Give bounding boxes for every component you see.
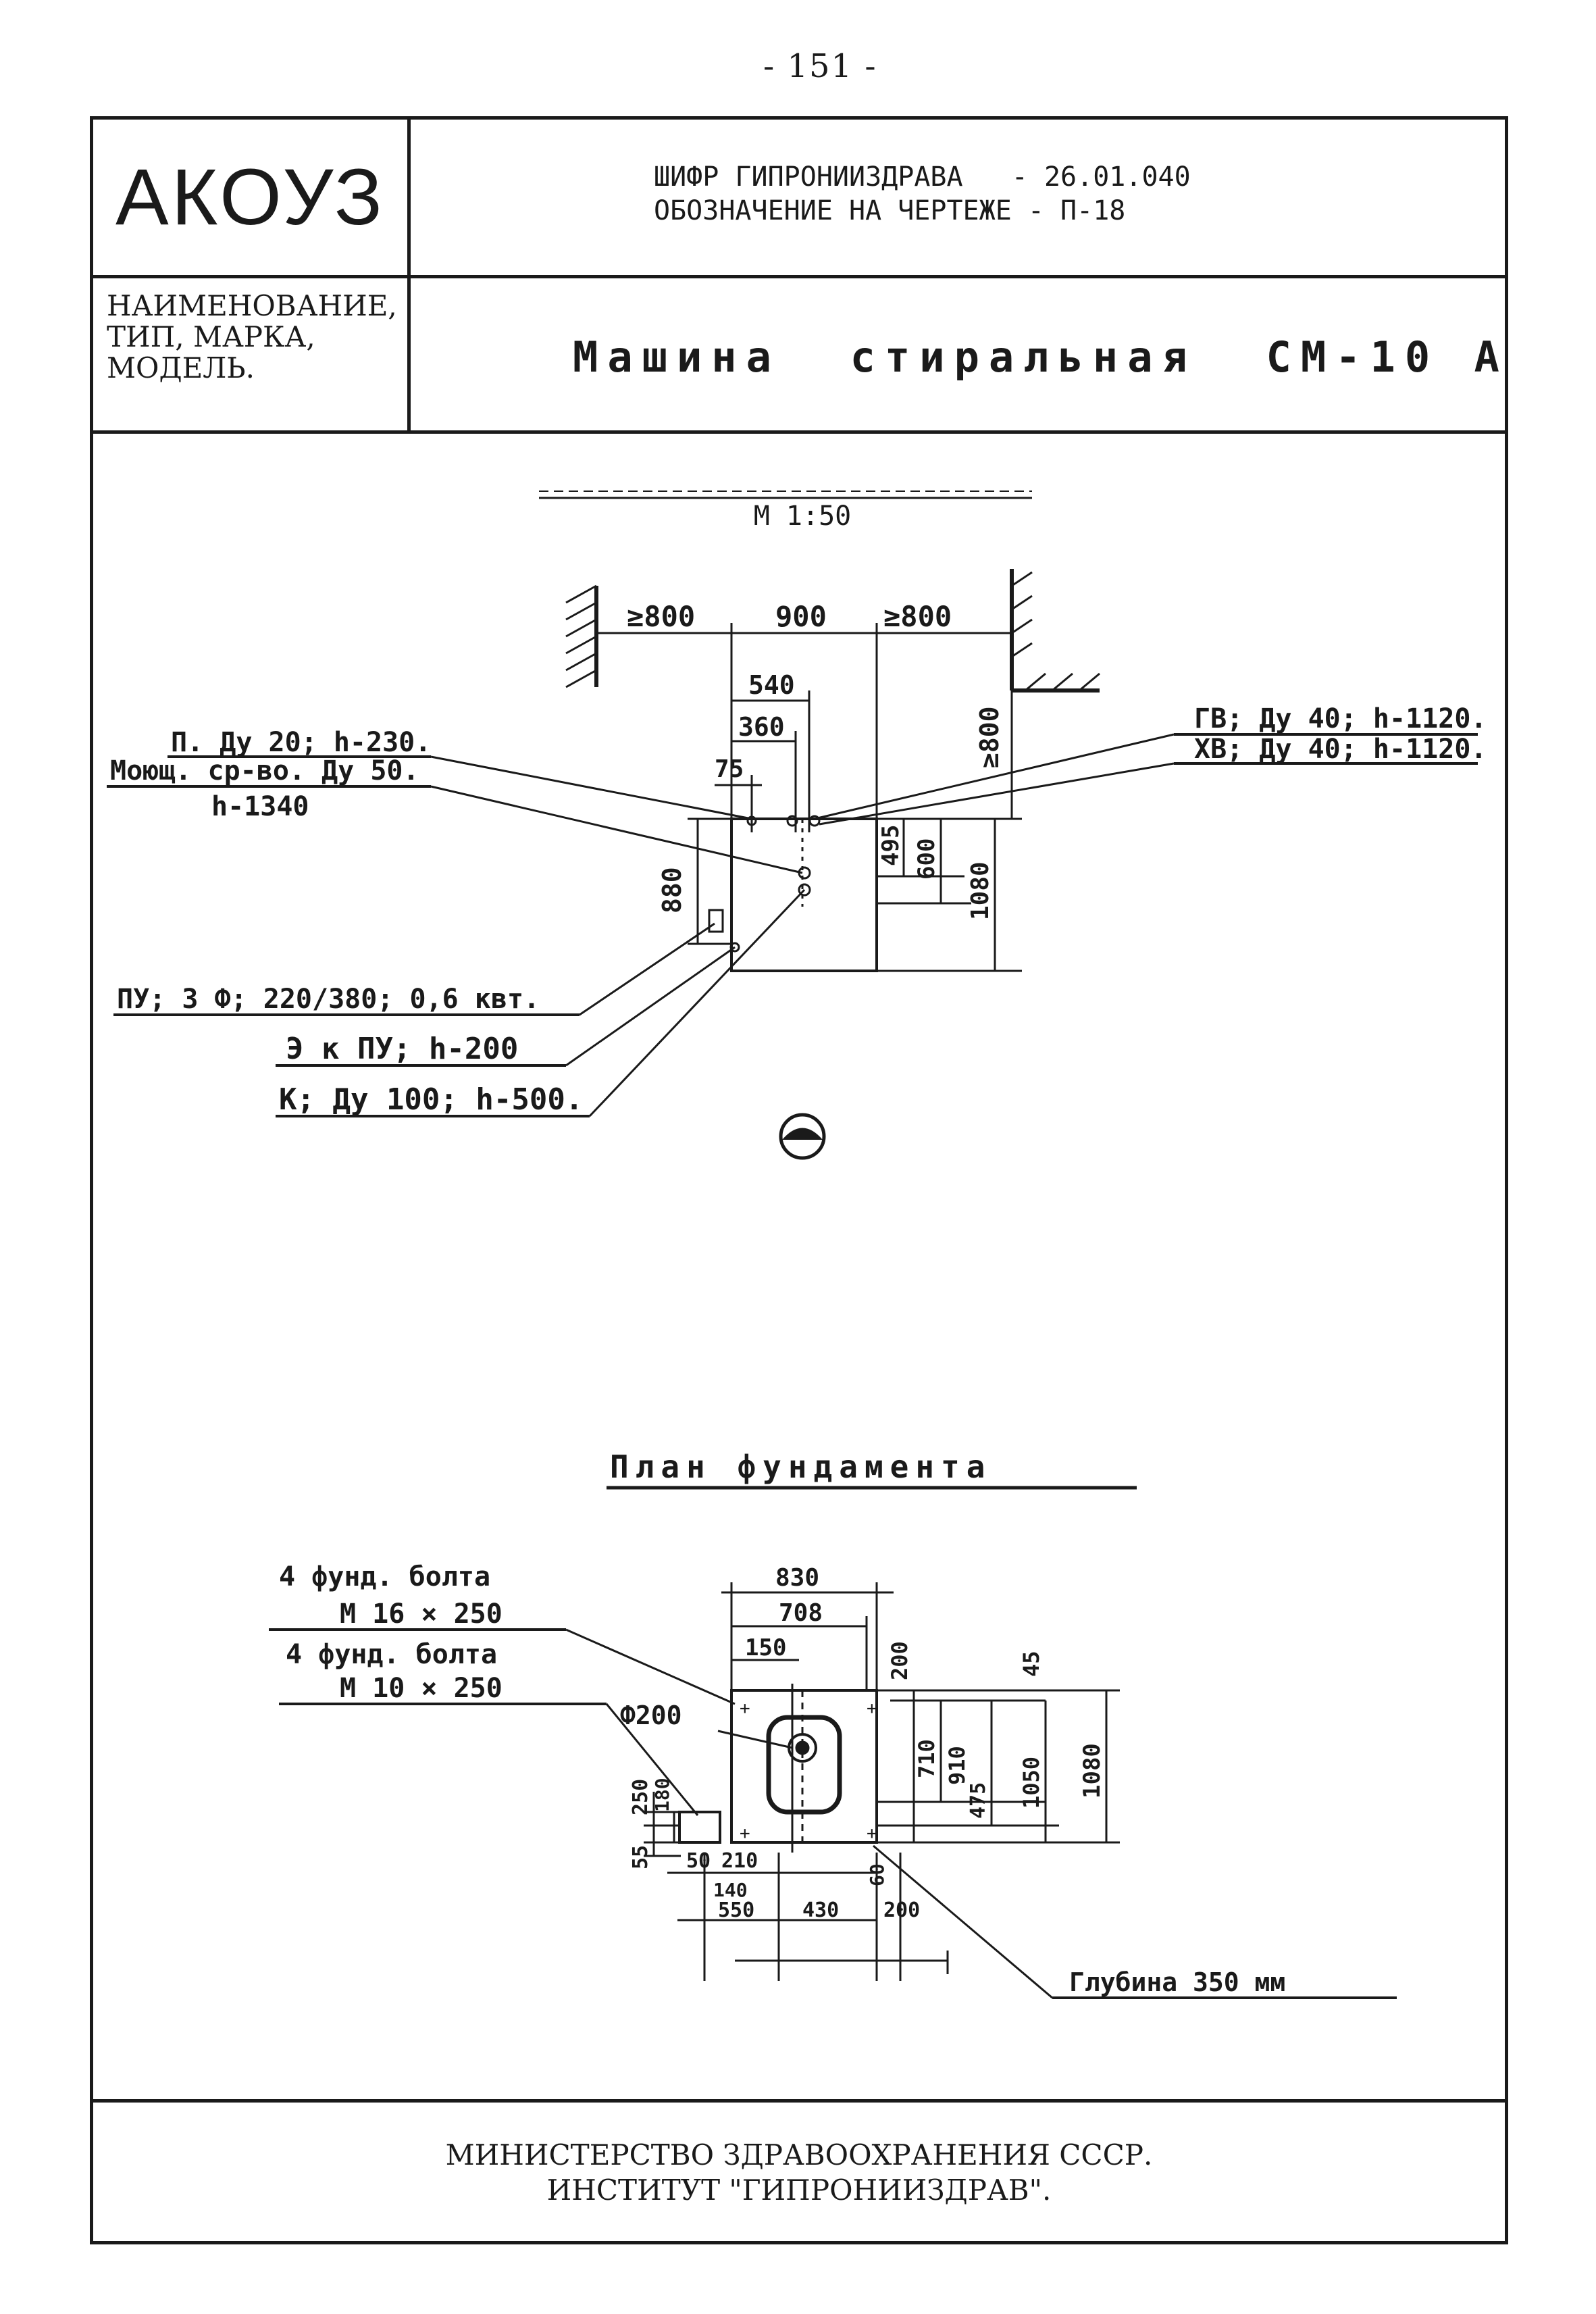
foundation-plan-title: План фундамента	[610, 1449, 992, 1485]
install-plan-scale: М 1:50	[754, 501, 852, 532]
footer-line-2: ИНСТИТУТ "ГИПРОНИИЗДРАВ".	[546, 2173, 1052, 2207]
bolts-b-line-1: 4 фунд. болта	[286, 1639, 497, 1670]
fdim-550: 550	[718, 1898, 754, 1922]
name-value-cell: Машина стиральная СМ-10 А	[411, 278, 1505, 434]
svg-text:+: +	[740, 1699, 750, 1719]
fdim-180: 180	[651, 1778, 673, 1812]
svg-text:+: +	[740, 1823, 750, 1844]
fdim-200: 200	[887, 1641, 912, 1680]
name-label-line-1: НАИМЕНОВАНИЕ,	[107, 289, 397, 322]
callout-hot-water: ГВ; Ду 40; h-1120.	[1194, 703, 1487, 734]
dim-left-clearance: ≥800	[627, 600, 695, 633]
footer: МИНИСТЕРСТВО ЗДРАВООХРАНЕНИЯ СССР. ИНСТИ…	[93, 2099, 1505, 2241]
name-label-cell: НАИМЕНОВАНИЕ, ТИП, МАРКА, МОДЕЛЬ.	[93, 278, 411, 434]
fdim-60: 60	[866, 1863, 888, 1886]
fdim-710: 710	[914, 1739, 939, 1778]
dim-right-clearance: ≥800	[883, 600, 952, 633]
fdim-200-bottom: 200	[883, 1898, 920, 1922]
callout-emergency: Э к ПУ; h-200	[286, 1032, 518, 1066]
callout-cold-water: ХВ; Ду 40; h-1120.	[1194, 734, 1487, 765]
callout-power: ПУ; 3 Ф; 220/380; 0,6 квт.	[117, 984, 540, 1015]
fdim-50: 50	[686, 1849, 711, 1873]
bolts-a-line-2: М 16 × 250	[340, 1599, 503, 1630]
depth-note: Глубина 350 мм	[1069, 1967, 1285, 1997]
callout-steam: П. Ду 20; h-230.	[171, 727, 431, 758]
dim-width: 900	[775, 600, 827, 633]
fdim-55: 55	[629, 1845, 652, 1869]
fdim-1080: 1080	[1079, 1743, 1106, 1799]
fdim-1050: 1050	[1019, 1757, 1044, 1809]
model-name: Машина стиральная СМ-10 А	[573, 332, 1509, 382]
fdim-430: 430	[802, 1898, 839, 1922]
fdim-910: 910	[944, 1746, 970, 1785]
footer-line-1: МИНИСТЕРСТВО ЗДРАВООХРАНЕНИЯ СССР.	[445, 2138, 1153, 2171]
code-line-1: ШИФР ГИПРОНИИЗДРАВА - 26.01.040	[654, 161, 1191, 193]
fdim-708: 708	[779, 1599, 823, 1627]
dim-360: 360	[738, 712, 785, 742]
drawing-sheet-frame: АКОУЗ ШИФР ГИПРОНИИЗДРАВА - 26.01.040 ОБ…	[90, 116, 1508, 2244]
code-line-2: ОБОЗНАЧЕНИЕ НА ЧЕРТЕЖЕ - П-18	[654, 195, 1126, 226]
fdim-475: 475	[967, 1782, 990, 1819]
dim-1080: 1080	[967, 861, 994, 920]
fdim-210: 210	[721, 1849, 758, 1873]
name-label-line-3: МОДЕЛЬ.	[107, 351, 255, 384]
dim-495: 495	[877, 825, 904, 866]
fdim-45: 45	[1019, 1651, 1044, 1677]
dim-75: 75	[715, 755, 744, 783]
dim-540: 540	[748, 670, 795, 700]
code-block: ШИФР ГИПРОНИИЗДРАВА - 26.01.040 ОБОЗНАЧЕ…	[411, 120, 1505, 278]
drain-diameter: Ф200	[620, 1701, 682, 1730]
callout-detergent-1: Моющ. ср-во. Ду 50.	[110, 755, 419, 786]
svg-text:+: +	[867, 1823, 877, 1844]
callout-sewer: К; Ду 100; h-500.	[279, 1082, 583, 1117]
organization-logo: АКОУЗ	[93, 120, 411, 278]
fdim-150: 150	[745, 1634, 786, 1661]
dim-880: 880	[657, 867, 687, 913]
dim-back-clearance: ≥800	[975, 706, 1004, 768]
svg-text:+: +	[867, 1699, 877, 1719]
callout-detergent-2: h-1340	[211, 791, 309, 822]
fdim-830: 830	[775, 1564, 819, 1592]
bolts-b-line-2: М 10 × 250	[340, 1673, 503, 1704]
page-number: - 151 -	[763, 47, 877, 85]
technical-drawing: + + + +	[107, 491, 1487, 1999]
name-label-line-2: ТИП, МАРКА,	[107, 320, 315, 353]
dim-600: 600	[913, 838, 940, 880]
fdim-250: 250	[629, 1779, 652, 1815]
fdim-140: 140	[713, 1879, 748, 1901]
bolts-a-line-1: 4 фунд. болта	[279, 1561, 490, 1592]
